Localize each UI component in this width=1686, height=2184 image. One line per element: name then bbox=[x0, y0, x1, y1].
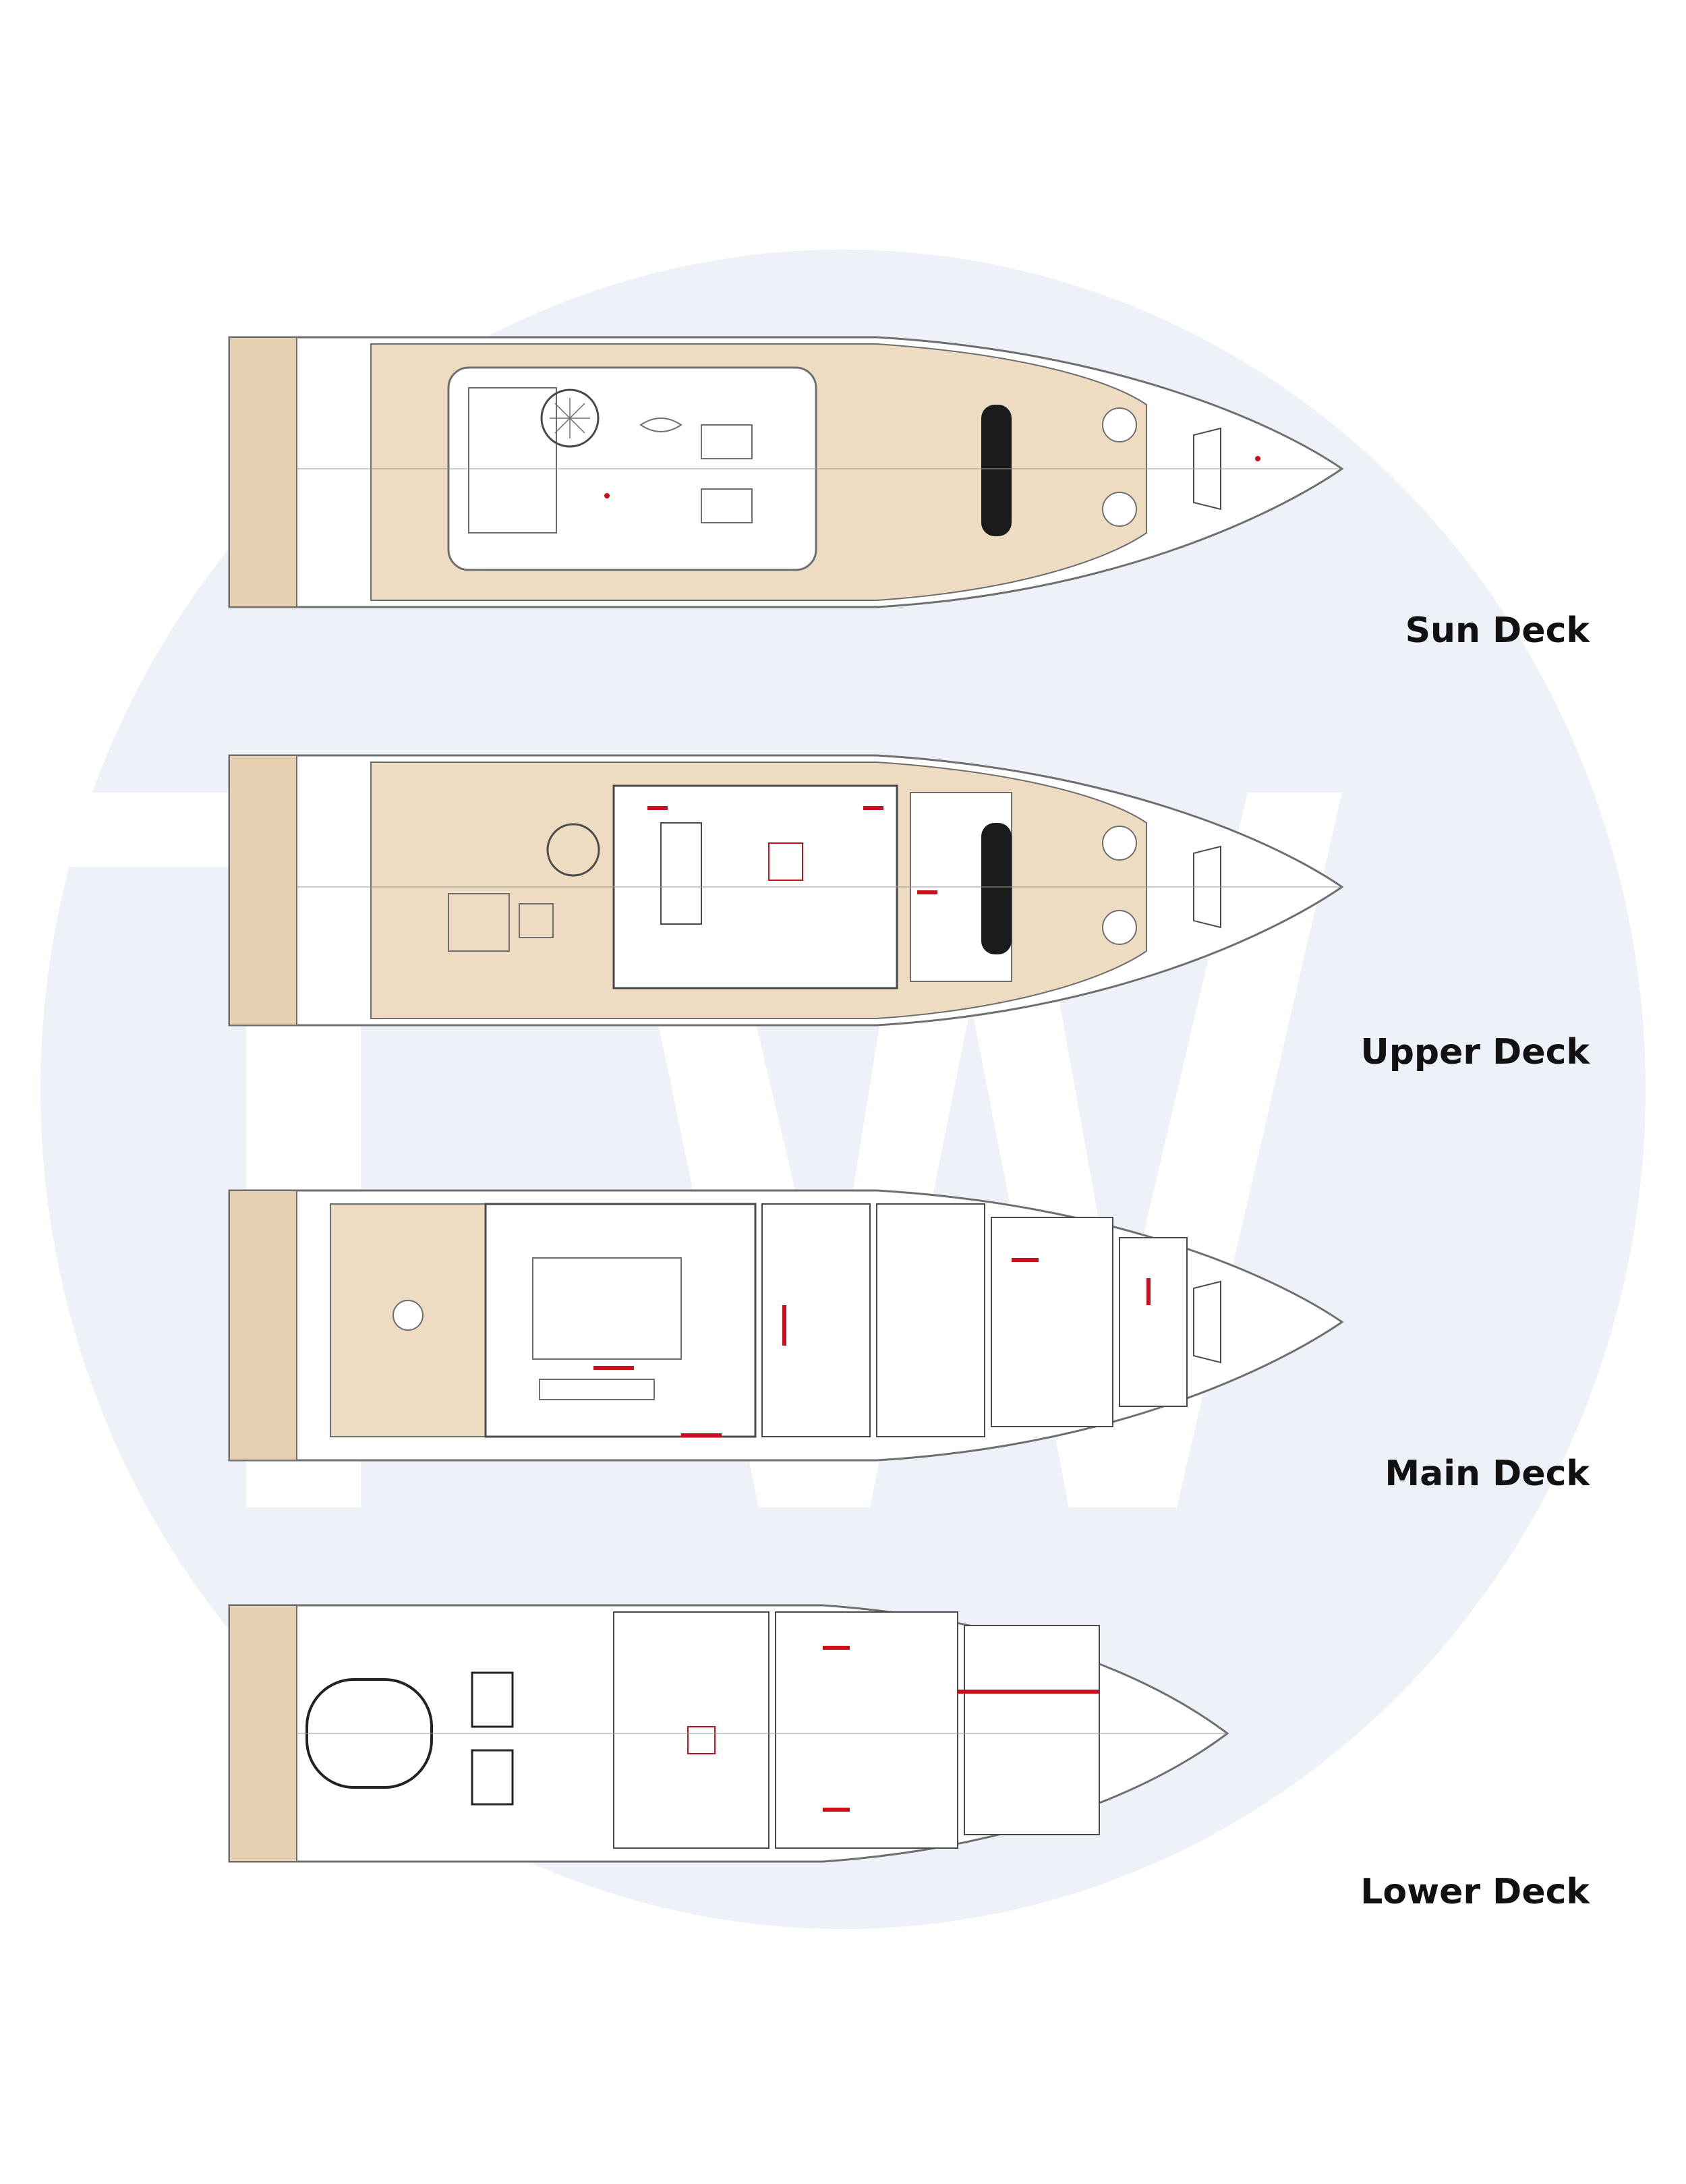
deck-label-upper: Upper Deck bbox=[1360, 1032, 1590, 1072]
lower-deck-plan bbox=[228, 1604, 1229, 1863]
deck-label-sun: Sun Deck bbox=[1405, 610, 1590, 651]
main-deck-plan bbox=[228, 1189, 1344, 1462]
deck-label-main: Main Deck bbox=[1385, 1454, 1590, 1494]
deck-label-lower: Lower Deck bbox=[1360, 1872, 1590, 1912]
sun-deck-plan bbox=[228, 336, 1344, 608]
upper-deck-plan bbox=[228, 754, 1344, 1027]
